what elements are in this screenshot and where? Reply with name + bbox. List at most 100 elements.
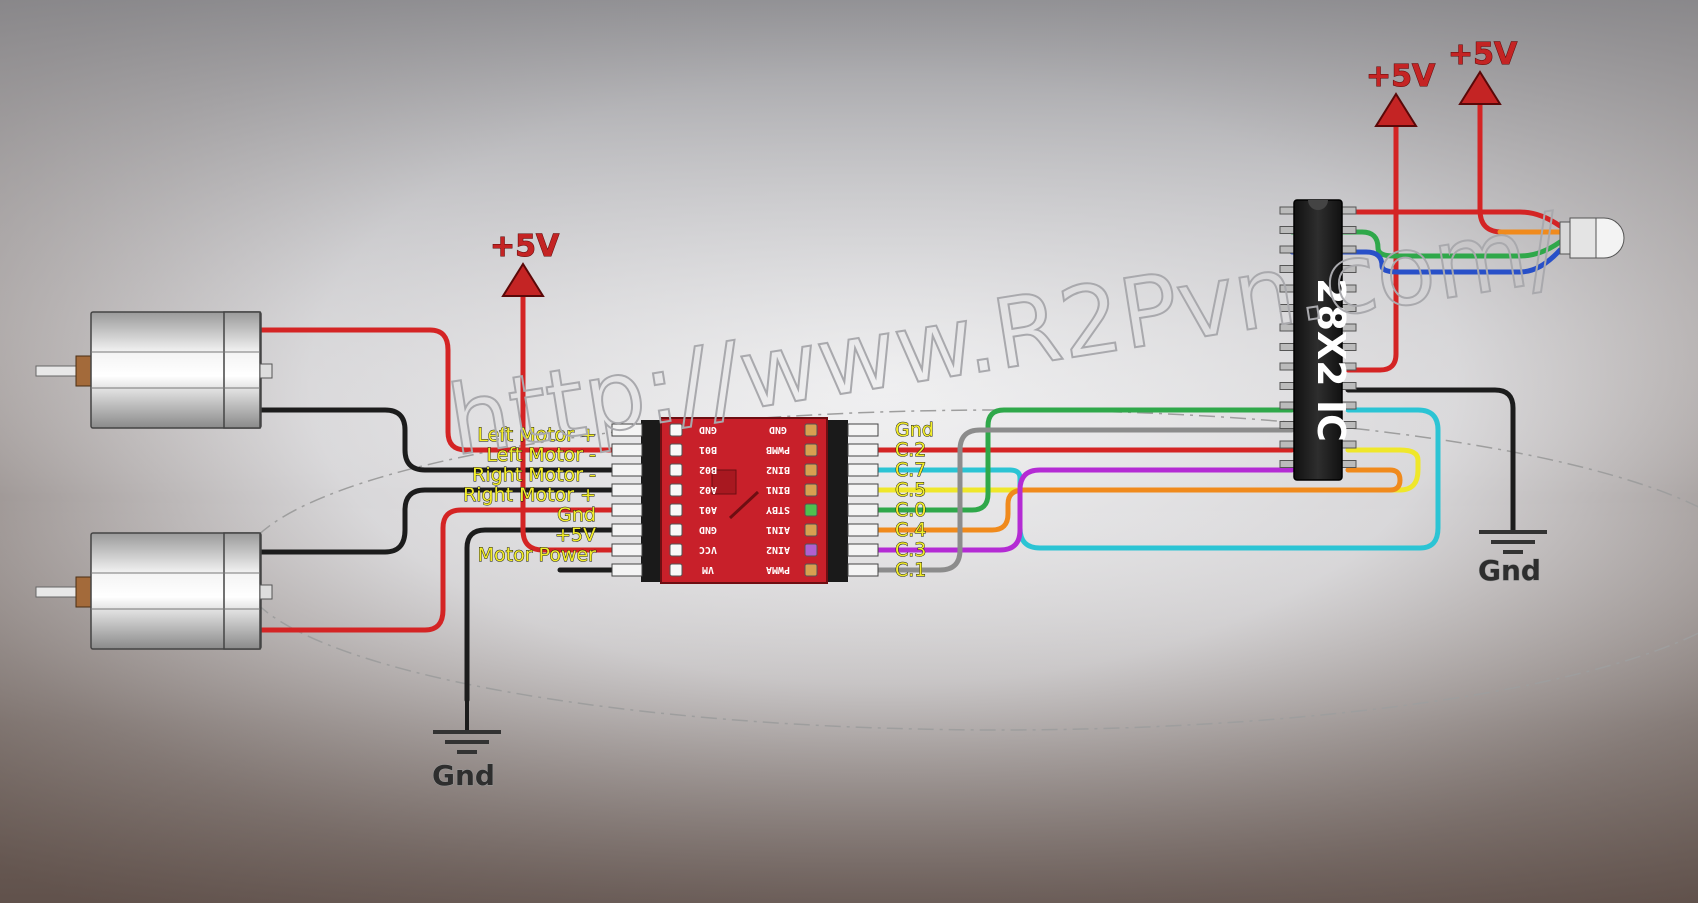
pcb-pad-left [669,563,683,577]
wires [245,97,1563,703]
pcb-pad-right [804,423,818,437]
wire-c4 [845,467,1403,533]
driver-pin-right [847,443,879,457]
wire-left-motor-plus [245,327,615,453]
driver-right-label: C.4 [895,519,926,541]
pcb-pad-right [804,463,818,477]
pcb-pad-right [804,543,818,557]
driver-pin-left [611,483,643,497]
ground-symbol-icon [433,700,501,754]
ic-chip-icon: 28X2 IC [1279,199,1357,481]
driver-left-label: +5V [555,524,596,546]
driver-pin-right [847,463,879,477]
pcb-pad-right [804,523,818,537]
pcb-pad-right [804,563,818,577]
pcb-right-pin-label: AIN1 [766,524,790,535]
pcb-pad-left [669,523,683,537]
pcb-pad-left [669,543,683,557]
pcb-pad-left [669,503,683,517]
pcb-right-pin-label: AIN2 [766,544,790,555]
pcb-right-pin-label: BIN1 [766,484,790,495]
driver-right-label: C.7 [895,459,926,481]
wire-sensor-red [1289,209,1563,229]
driver-right-label: C.1 [895,559,926,581]
ic-pin-left [1279,206,1295,215]
wire-sensor-green [1289,229,1563,259]
ic-pin-left [1279,440,1295,449]
pcb-pad-right [804,503,818,517]
plus5v-mid-label: +5V [1366,59,1436,94]
driver-right-label: C.3 [895,539,926,561]
driver-pcb [660,417,828,584]
driver-right-label: C.0 [895,499,926,521]
driver-left-label: Left Motor - [486,444,596,466]
pcb-right-pin-label: STBY [766,504,790,515]
wire-gnd-left [464,527,615,703]
pcb-right-pin-label: GND [769,424,787,435]
pcb-pad-left [669,443,683,457]
driver-pin-right [847,523,879,537]
pcb-left-pin-label: A01 [699,504,717,515]
ic-pin-left [1279,401,1295,410]
wire-c3 [845,467,1295,553]
pcb-right-pin-label: BIN2 [766,464,790,475]
ic-pin-right [1341,206,1357,215]
ic-chip-label: 28X2 IC [1309,278,1353,442]
pcb-left-pin-label: A02 [699,484,717,495]
pcb-left-pin-label: VCC [699,544,717,555]
driver-pin-right [847,483,879,497]
arrow-up-icon [1374,92,1418,127]
dc-motor-icon [35,311,273,429]
wire-chip-5v [1345,122,1399,373]
driver-pin-stubs [611,423,879,577]
dc-motor-icon [35,532,273,650]
pcb-left-pin-label: GND [699,424,717,435]
wire-left-motor-minus [245,407,615,473]
driver-left-labels: Left Motor +Left Motor -Right Motor -Rig… [463,424,597,567]
pcb-left-pin-label: B01 [699,444,717,455]
pcb-right-pin-label: PWMB [766,444,790,455]
arrow-up-icon [1458,70,1502,105]
pcb-pad-right [804,443,818,457]
ic-pin-left [1279,362,1295,371]
pcb-pad-left [669,463,683,477]
driver-pin-left [611,543,643,557]
driver-left-label: Left Motor + [477,424,596,446]
driver-left-label: Right Motor - [472,464,596,486]
ir-sensor-icon [1559,217,1625,259]
driver-right-label: C.2 [895,439,926,461]
plus5v-left-label: +5V [490,229,560,264]
driver-pin-left [611,423,643,437]
pcb-left-pin-label: GND [699,524,717,535]
ic-pin-right [1341,460,1357,468]
pcb-left-pin-label: VM [702,564,714,575]
driver-left-label: Motor Power [478,544,597,566]
wire-c5 [845,447,1421,493]
driver-pin-left [611,523,643,537]
driver-pin-left [611,503,643,517]
pcb-pad-left [669,483,683,497]
wire-c7 [845,407,1441,551]
pcb-right-pin-label: PWMA [766,564,790,575]
ic-pin-left [1279,460,1295,468]
pcb-pad-right [804,483,818,497]
wire-gnd-right [1345,387,1516,533]
wire-right-motor-plus [245,507,615,633]
driver-pin-right [847,563,879,577]
plus5v-right-label: +5V [1448,37,1518,72]
driver-pin-left [611,443,643,457]
gnd-right-label: Gnd [1478,554,1541,587]
ic-pin-left [1279,382,1295,390]
driver-pin-left [611,563,643,577]
driver-pin-left [611,463,643,477]
arrow-up-icon [501,262,545,297]
driver-pin-right [847,423,879,437]
pcb-pad-left [669,423,683,437]
driver-left-label: Gnd [557,504,596,526]
wire-right-motor-minus [245,487,615,555]
motor-driver-board [641,417,848,584]
